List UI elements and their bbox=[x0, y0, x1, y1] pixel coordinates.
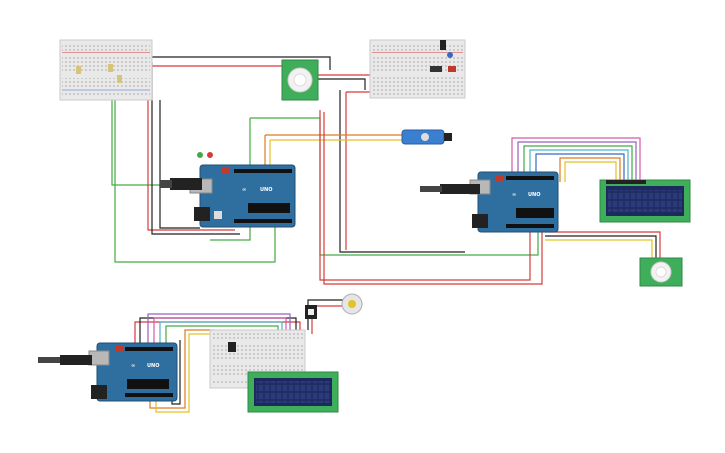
usb-cable-icon[interactable] bbox=[420, 184, 480, 194]
wire-black[interactable] bbox=[316, 78, 366, 90]
pir-sensor-right-icon[interactable] bbox=[639, 257, 683, 287]
transistor-icon[interactable] bbox=[228, 342, 236, 352]
wire-red[interactable] bbox=[147, 58, 235, 231]
wire-black[interactable] bbox=[145, 56, 331, 70]
arduino-logo: ∞ bbox=[242, 187, 246, 193]
breadboard-top-left-icon[interactable] bbox=[59, 39, 153, 101]
wire-green[interactable] bbox=[210, 118, 251, 241]
wire-cyan[interactable] bbox=[529, 149, 629, 182]
pir-sensor-top-icon[interactable] bbox=[281, 59, 319, 101]
wire-red[interactable] bbox=[323, 112, 543, 285]
arduino-logo: ∞ bbox=[131, 363, 135, 369]
arduino-uno-bottom-icon[interactable]: UNO ∞ bbox=[88, 342, 178, 402]
lcd-display-bottom-icon[interactable] bbox=[247, 371, 339, 413]
lcd-display-right-icon[interactable] bbox=[599, 179, 691, 223]
wire-orange[interactable] bbox=[149, 329, 215, 409]
uno-label: UNO bbox=[528, 192, 541, 198]
wire-blue[interactable] bbox=[535, 153, 625, 182]
wire-green[interactable] bbox=[114, 97, 276, 263]
wire-red[interactable] bbox=[319, 110, 531, 281]
wire-yellow[interactable] bbox=[564, 161, 617, 182]
sensor-chip-icon[interactable] bbox=[430, 66, 442, 72]
wire-yellow[interactable] bbox=[545, 239, 653, 260]
arduino-uno-right-icon[interactable]: UNO ∞ bbox=[469, 171, 559, 233]
wire-black[interactable] bbox=[339, 90, 465, 253]
power-switch-icon[interactable] bbox=[305, 305, 317, 319]
potentiometer-icon[interactable] bbox=[76, 64, 122, 83]
transistor-icon[interactable] bbox=[440, 40, 446, 50]
usb-cable-icon[interactable] bbox=[38, 355, 92, 365]
led-icon[interactable] bbox=[197, 152, 213, 158]
wire-red[interactable] bbox=[545, 231, 661, 260]
wire-black[interactable] bbox=[171, 340, 181, 405]
wire-black[interactable] bbox=[159, 100, 200, 229]
breadboard-top-right-parts bbox=[430, 40, 456, 72]
uno-label: UNO bbox=[147, 363, 160, 369]
wires bbox=[111, 56, 661, 413]
arduino-logo: ∞ bbox=[512, 192, 516, 198]
wire-black[interactable] bbox=[307, 299, 345, 330]
button-icon[interactable] bbox=[447, 52, 453, 58]
wire-black[interactable] bbox=[545, 235, 657, 260]
uno-label: UNO bbox=[260, 187, 273, 193]
wire-green[interactable] bbox=[111, 97, 170, 186]
wire-green[interactable] bbox=[523, 145, 633, 182]
servo-motor-icon[interactable] bbox=[401, 129, 452, 145]
wire-black[interactable] bbox=[151, 62, 240, 235]
wire-yellow[interactable] bbox=[155, 333, 215, 413]
wire-pink[interactable] bbox=[511, 137, 641, 182]
resistor-icon[interactable] bbox=[448, 66, 456, 72]
wire-orange[interactable] bbox=[559, 157, 621, 182]
arduino-uno-center-icon[interactable]: UNO ∞ bbox=[189, 164, 296, 228]
usb-cable-icon[interactable] bbox=[160, 178, 202, 190]
wire-purple[interactable] bbox=[517, 141, 637, 182]
dc-motor-icon[interactable] bbox=[341, 293, 363, 315]
